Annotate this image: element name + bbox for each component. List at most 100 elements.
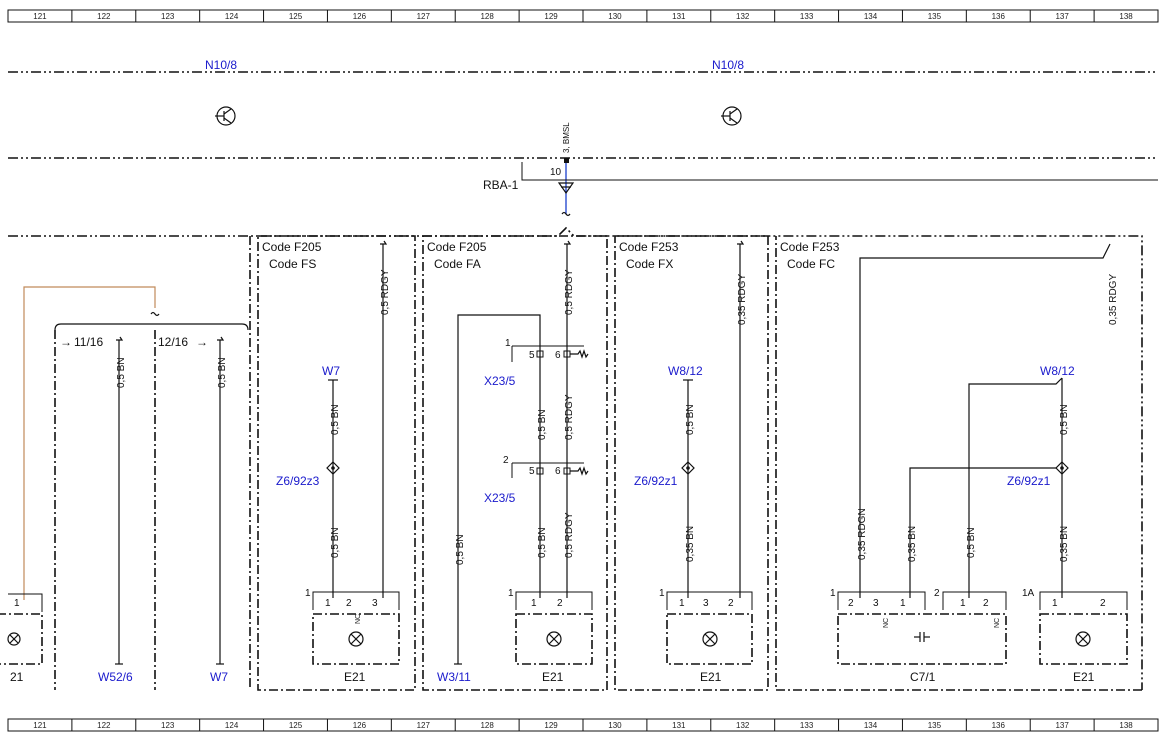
pin-label: 2: [848, 598, 854, 609]
wire-label: 0,5 RDGY: [564, 512, 575, 558]
ruler-column-label: 134: [864, 721, 878, 730]
pin-label: 5: [529, 350, 535, 361]
wire-terminal-icon: [217, 336, 225, 341]
capacitor-icon: [914, 632, 930, 642]
wire-label: 0,35 BN: [907, 526, 918, 562]
pin-label: 3: [372, 598, 378, 609]
ruler-column-label: 121: [33, 721, 47, 730]
resistor-icon: [570, 466, 589, 476]
wire-label: 0,35 BN: [685, 526, 696, 562]
connector-bracket: [511, 462, 584, 478]
pin-label: 1: [679, 598, 685, 609]
c7-box: [837, 613, 1007, 665]
wire: [968, 377, 1063, 598]
ruler-column-label: 138: [1119, 721, 1133, 730]
ruler-column-label: 135: [928, 721, 942, 730]
pin-socket: [536, 467, 544, 475]
pin-label: 5: [529, 466, 535, 477]
wire-terminal-icon: [116, 336, 124, 341]
ground-ref: W3/11: [437, 670, 471, 684]
lamp-icon: [702, 631, 718, 647]
ruler-column-label: 128: [480, 721, 494, 730]
nc-label: NC: [994, 618, 1001, 628]
module-label-right: N10/8: [712, 58, 744, 72]
splice-dot: [1060, 466, 1064, 470]
splice-label: Z6/92z1: [1007, 474, 1051, 488]
section-box: [775, 236, 1142, 691]
wire-label: 0,5 RDGY: [564, 394, 575, 440]
wire-label: 0,5 BN: [217, 357, 228, 388]
bus-pin-label: 3, BMSL: [562, 122, 571, 153]
pin-group-label: 1: [830, 588, 836, 599]
pin-group-label: 1A: [1022, 588, 1035, 599]
pin-label: 2: [983, 598, 989, 609]
ruler-column-label: 129: [544, 721, 558, 730]
connector-num: 2: [503, 455, 509, 466]
transistor-icon: [215, 106, 236, 126]
ruler-column-label: 131: [672, 12, 686, 21]
pin-label: 2: [1100, 598, 1106, 609]
ruler-column-label: 133: [800, 721, 814, 730]
wire-label: 0,5 BN: [537, 409, 548, 440]
external-wire: [23, 286, 156, 600]
connector-outline: [521, 162, 1158, 181]
wire-label: 0,35 RDGY: [1108, 274, 1119, 325]
splice-dot: [686, 466, 690, 470]
connector-pin-label: 10: [550, 167, 562, 178]
ruler-column-label: 122: [97, 12, 111, 21]
resistor-icon: [570, 349, 589, 359]
ruler-column-label: 138: [1119, 12, 1133, 21]
component-label: E21: [1073, 670, 1095, 684]
ruler-column-label: 127: [417, 12, 431, 21]
pin-label: 1: [960, 598, 966, 609]
ruler-column-label: 125: [289, 12, 303, 21]
wire-label: 0,5 BN: [1059, 404, 1070, 435]
ref-label: 11/16: [74, 335, 103, 349]
component-label: E21: [542, 670, 564, 684]
connector-label: RBA-1: [483, 178, 519, 192]
connector-header: [837, 591, 926, 610]
connector-num: 1: [505, 338, 511, 349]
lamp-icon: [1075, 631, 1091, 647]
wire-terminal-icon: [564, 240, 572, 245]
ruler-column-label: 121: [33, 12, 47, 21]
section-left: → 11/16 12/16 → 0,5 BN W52/6 0,5 BN W7 1…: [0, 236, 251, 690]
ruler-column-label: 137: [1055, 12, 1069, 21]
wire-label: 0,5 BN: [537, 527, 548, 558]
wire-label: 0,35 BN: [1059, 526, 1070, 562]
ref-arrow-icon: →: [196, 335, 208, 349]
connector-header: [942, 591, 1007, 610]
ground-ref: W7: [322, 364, 340, 378]
lamp-box: [312, 613, 400, 665]
pin-label: 2: [346, 598, 352, 609]
ruler-column-label: 123: [161, 12, 175, 21]
wire-label: 0,5 BN: [330, 404, 341, 435]
ground-ref: W8/12: [1040, 364, 1075, 378]
pin-label: 1: [900, 598, 906, 609]
ruler-column-label: 134: [864, 12, 878, 21]
code-label: Code FX: [626, 257, 673, 271]
transistor-icon: [721, 106, 742, 126]
lamp-box: [515, 613, 593, 665]
ruler-column-label: 131: [672, 721, 686, 730]
wire-label: 0,5 BN: [966, 527, 977, 558]
ruler-column-label: 132: [736, 12, 750, 21]
section-fc: Code F253 Code FC 0,35 RDGY 0,35 RDGN W8…: [775, 236, 1142, 691]
pin-group-label: 1: [305, 588, 311, 599]
ruler-column-label: 130: [608, 12, 622, 21]
lamp-icon: [7, 632, 21, 646]
ruler-column-label: 133: [800, 12, 814, 21]
code-label: Code FA: [434, 257, 481, 271]
ruler-column-label: 122: [97, 721, 111, 730]
connector-header: [1039, 591, 1128, 610]
ruler-column-label: 125: [289, 721, 303, 730]
wire-label: 0,5 BN: [455, 534, 466, 565]
ruler-column-label: 130: [608, 721, 622, 730]
nc-label: NC: [355, 614, 362, 624]
connector-header: [666, 591, 753, 610]
wire-break-icon: [561, 211, 571, 217]
pin-label: 3: [703, 598, 709, 609]
splice-label: Z6/92z1: [634, 474, 678, 488]
